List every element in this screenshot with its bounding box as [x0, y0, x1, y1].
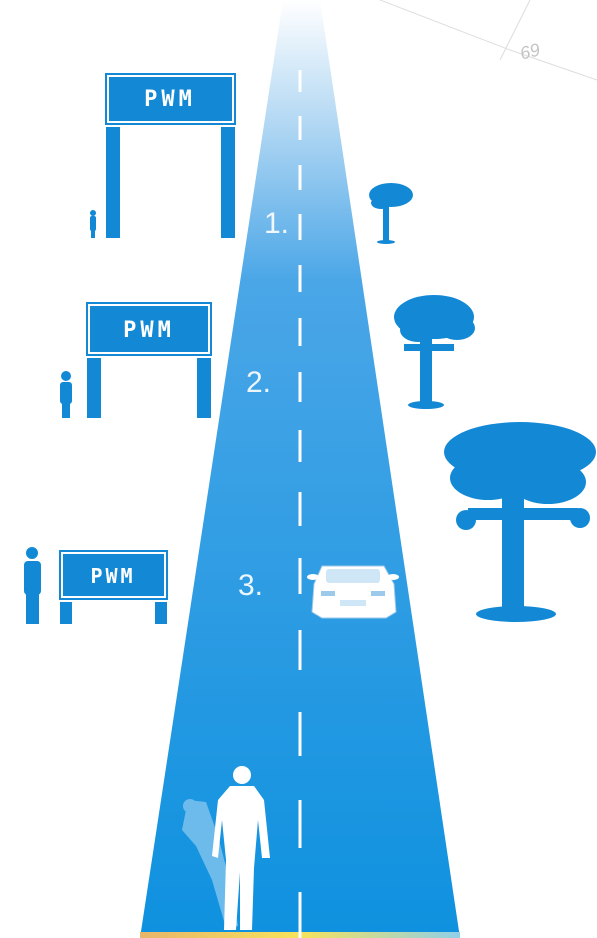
tree-icon-medium [394, 295, 475, 409]
person-icon-medium [60, 371, 72, 418]
car-icon [307, 566, 399, 618]
person-icon-large [24, 547, 41, 624]
gantry-sign-near: PWM [60, 551, 167, 624]
gantry-sign-mid: PWM [87, 303, 211, 418]
road [140, 0, 460, 938]
distance-label-2: 2. [246, 366, 271, 399]
sign-text-near: PWM [90, 564, 135, 588]
distance-label-1: 1. [264, 207, 289, 240]
sign-text-mid: PWM [123, 318, 175, 343]
tree-icon-small [369, 183, 413, 244]
tree-icon-large [444, 422, 596, 622]
page-corner-decoration [380, 0, 597, 80]
sign-text-far: PWM [144, 87, 196, 112]
person-icon-small [90, 210, 96, 238]
distance-label-3: 3. [238, 569, 263, 602]
gantry-sign-far: PWM [106, 74, 235, 238]
